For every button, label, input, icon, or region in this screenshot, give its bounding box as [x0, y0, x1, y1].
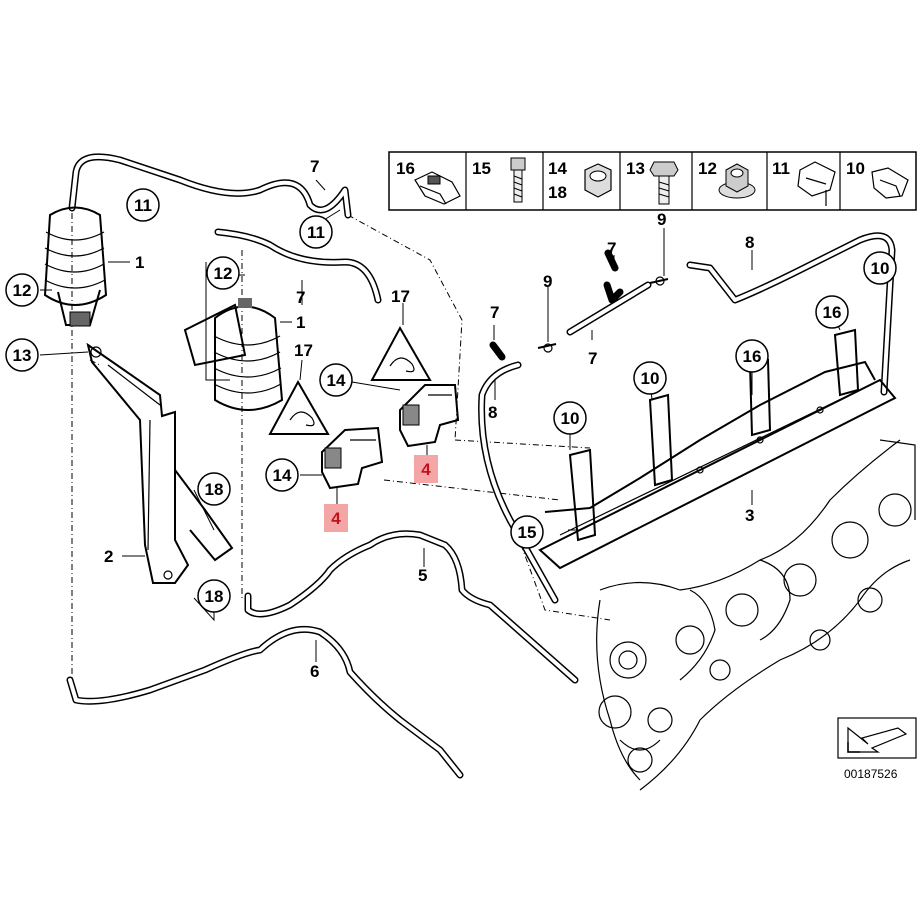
svg-text:15: 15 [518, 523, 537, 542]
legend-label-12: 12 [698, 159, 717, 178]
hex-bolt-icon [649, 161, 679, 205]
callout-18[interactable]: 18 [197, 579, 231, 613]
vacuum-reservoir-right [183, 298, 284, 411]
label-17[interactable]: 17 [391, 287, 410, 306]
legend-label-11: 11 [772, 159, 790, 178]
engine-turbo-outline [596, 439, 916, 791]
svg-text:11: 11 [134, 196, 152, 215]
assembly-lines [71, 200, 611, 690]
callout-12[interactable]: 12 [5, 273, 39, 307]
pressure-converter-left [321, 426, 384, 490]
callout-10[interactable]: 10 [863, 251, 897, 285]
svg-text:4: 4 [331, 509, 341, 528]
label-7[interactable]: 7 [296, 288, 305, 307]
label-7[interactable]: 7 [310, 157, 319, 176]
callout-10[interactable]: 10 [633, 361, 667, 395]
callout-18[interactable]: 18 [197, 472, 231, 506]
label-8[interactable]: 8 [488, 403, 497, 422]
hose-rail-carrier [538, 328, 897, 570]
legend-label-14: 14 [548, 159, 567, 178]
callout-13[interactable]: 13 [5, 338, 39, 372]
vacuum-reservoir-left [43, 206, 108, 327]
nut-icon [584, 163, 612, 198]
svg-text:18: 18 [205, 587, 224, 606]
svg-text:12: 12 [214, 264, 233, 283]
highlight-part-4[interactable]: 4 [414, 455, 438, 483]
callout-11[interactable]: 11 [299, 215, 333, 249]
parts-legend: 16 15 14 18 13 12 [388, 151, 917, 211]
svg-text:14: 14 [273, 466, 292, 485]
clip-icon [414, 171, 461, 205]
bolt-icon [510, 157, 526, 203]
callout-10[interactable]: 10 [553, 401, 587, 435]
svg-text:13: 13 [13, 346, 32, 365]
svg-text:16: 16 [743, 347, 762, 366]
callout-16[interactable]: 16 [815, 295, 849, 329]
flange-nut-icon [718, 163, 756, 199]
callout-11[interactable]: 11 [126, 188, 160, 222]
mounting-bracket [86, 342, 234, 584]
label-8[interactable]: 8 [745, 233, 754, 252]
warning-label-icon [268, 379, 330, 435]
svg-text:10: 10 [871, 259, 890, 278]
svg-text:10: 10 [641, 369, 660, 388]
cable-clip-icon [871, 167, 909, 199]
reference-number: 00187526 [844, 767, 898, 781]
callout-12[interactable]: 12 [206, 256, 240, 290]
callout-16[interactable]: 16 [735, 339, 769, 373]
svg-text:16: 16 [823, 303, 842, 322]
svg-text:18: 18 [205, 480, 224, 499]
direction-arrow-icon [837, 717, 917, 759]
svg-text:11: 11 [307, 223, 325, 242]
legend-label-10: 10 [846, 159, 865, 178]
vacuum-hoses [66, 153, 896, 779]
label-9[interactable]: 9 [657, 210, 666, 229]
label-5[interactable]: 5 [418, 566, 427, 585]
label-7[interactable]: 7 [490, 303, 499, 322]
legend-label-15: 15 [472, 159, 491, 178]
svg-text:4: 4 [421, 460, 431, 479]
warning-label-icon [370, 325, 432, 381]
hose-clamp-icon [797, 161, 836, 206]
svg-text:10: 10 [561, 409, 580, 428]
label-2[interactable]: 2 [104, 547, 113, 566]
label-9[interactable]: 9 [543, 272, 552, 291]
label-7[interactable]: 7 [607, 239, 616, 258]
label-7[interactable]: 7 [588, 349, 597, 368]
callout-14[interactable]: 14 [319, 363, 353, 397]
hose-connector-icon [537, 276, 669, 353]
callout-14[interactable]: 14 [265, 458, 299, 492]
legend-label-18: 18 [548, 183, 567, 202]
pressure-converter-right [399, 384, 460, 448]
label-3[interactable]: 3 [745, 506, 754, 525]
callout-15[interactable]: 15 [510, 515, 544, 549]
legend-label-13: 13 [626, 159, 645, 178]
legend-label-16: 16 [396, 159, 415, 178]
label-1[interactable]: 1 [296, 313, 305, 332]
label-6[interactable]: 6 [310, 662, 319, 681]
svg-text:12: 12 [13, 281, 32, 300]
label-17[interactable]: 17 [294, 341, 313, 360]
label-1[interactable]: 1 [135, 253, 144, 272]
svg-text:14: 14 [327, 371, 346, 390]
highlight-part-4[interactable]: 4 [324, 504, 348, 532]
